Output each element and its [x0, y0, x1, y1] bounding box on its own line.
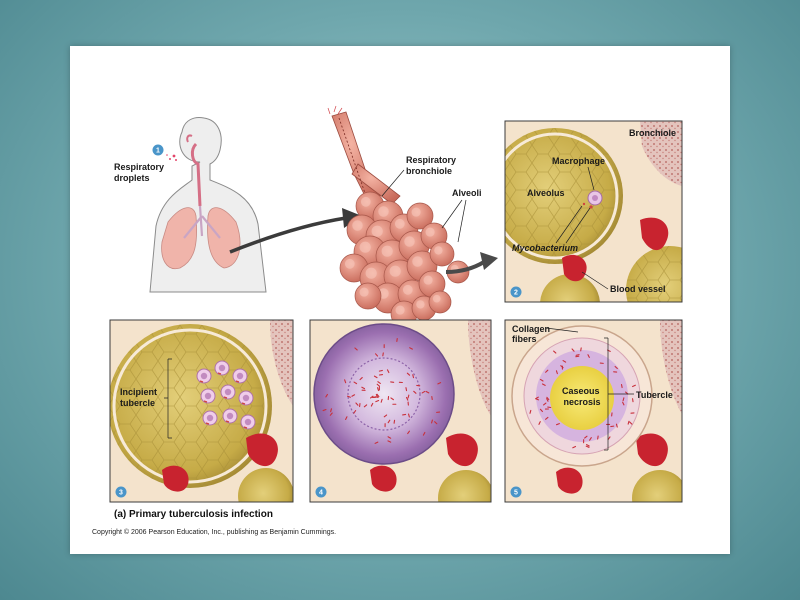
step-4-badge: 4: [315, 486, 327, 498]
label-collagen-fibers: Collagen fibers: [512, 324, 553, 344]
bracket-incipient-tubercle: [164, 358, 172, 439]
leader-collagen: [545, 327, 579, 333]
label-incipient-tubercle: Incipient tubercle: [120, 387, 160, 408]
bracket-tubercle: [604, 337, 634, 451]
label-bronchiole: Bronchiole: [629, 128, 676, 138]
svg-text:4: 4: [319, 490, 323, 497]
svg-text:2: 2: [514, 290, 518, 297]
label-alveolus: Alveolus: [527, 188, 565, 198]
leader-alveoli: [441, 199, 467, 243]
step-2-badge: 2: [510, 286, 522, 298]
svg-text:1: 1: [156, 148, 160, 155]
panel-3: [110, 320, 293, 502]
alveoli-cluster: [339, 191, 470, 328]
panel-person: [149, 117, 267, 293]
panel-4: [310, 320, 491, 502]
svg-text:5: 5: [514, 490, 518, 497]
label-blood-vessel: Blood vessel: [610, 284, 666, 294]
arrow-to-panel-2: [445, 260, 486, 274]
label-mycobacterium: Mycobacterium: [512, 243, 578, 253]
arrow-head-2: [480, 252, 498, 270]
tuberculosis-figure: 1 Respiratory droplets Respiratory bronc…: [92, 105, 683, 536]
leader-mycobacterium: [555, 205, 591, 244]
panel-3-frame: [109, 319, 294, 503]
label-macrophage: Macrophage: [552, 156, 605, 166]
slide: 1 Respiratory droplets Respiratory bronc…: [70, 46, 730, 554]
label-caseous-necrosis: Caseous necrosis: [562, 386, 602, 407]
label-alveoli: Alveoli: [452, 188, 482, 198]
arrow-head: [342, 208, 362, 228]
svg-text:3: 3: [119, 490, 123, 497]
label-tubercle: Tubercle: [636, 390, 673, 400]
label-respiratory-droplets: Respiratory droplets: [114, 162, 167, 183]
leader-blood-vessel: [581, 271, 609, 290]
droplets: [166, 154, 177, 161]
bronchiole-tube: [327, 105, 401, 205]
step-3-badge: 3: [115, 486, 127, 498]
step-1-badge: 1: [152, 144, 164, 156]
panel-5: [505, 320, 682, 502]
leader-bronchiole: [381, 169, 405, 197]
incipient-macrophages: [196, 360, 256, 430]
panel-2: [505, 121, 682, 302]
label-respiratory-bronchiole: Respiratory bronchiole: [406, 155, 459, 176]
panel-5-frame: [504, 319, 683, 503]
tubercle-bacilli: [322, 337, 442, 444]
copyright-line: Copyright © 2006 Pearson Education, Inc.…: [92, 528, 336, 536]
tubercle-bacilli: [529, 347, 636, 449]
leader-macrophage: [587, 166, 595, 191]
arrow-to-alveoli: [229, 216, 347, 254]
step-5-badge: 5: [510, 486, 522, 498]
panel-2-frame: [504, 120, 683, 303]
panel-4-frame: [309, 319, 492, 503]
figure-caption: (a) Primary tuberculosis infection: [114, 509, 273, 520]
